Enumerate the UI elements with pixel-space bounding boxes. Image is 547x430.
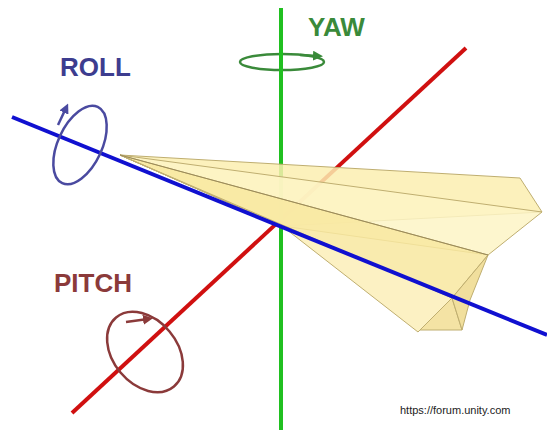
axis-label: PITCH xyxy=(54,268,132,299)
roll-rotation xyxy=(42,98,117,193)
pitch-rotation xyxy=(92,297,199,407)
axis-label: ROLL xyxy=(60,52,131,83)
axis-label: YAW xyxy=(308,12,365,43)
roll-axis xyxy=(12,117,547,335)
source-watermark: https://forum.unity.com xyxy=(400,404,510,416)
